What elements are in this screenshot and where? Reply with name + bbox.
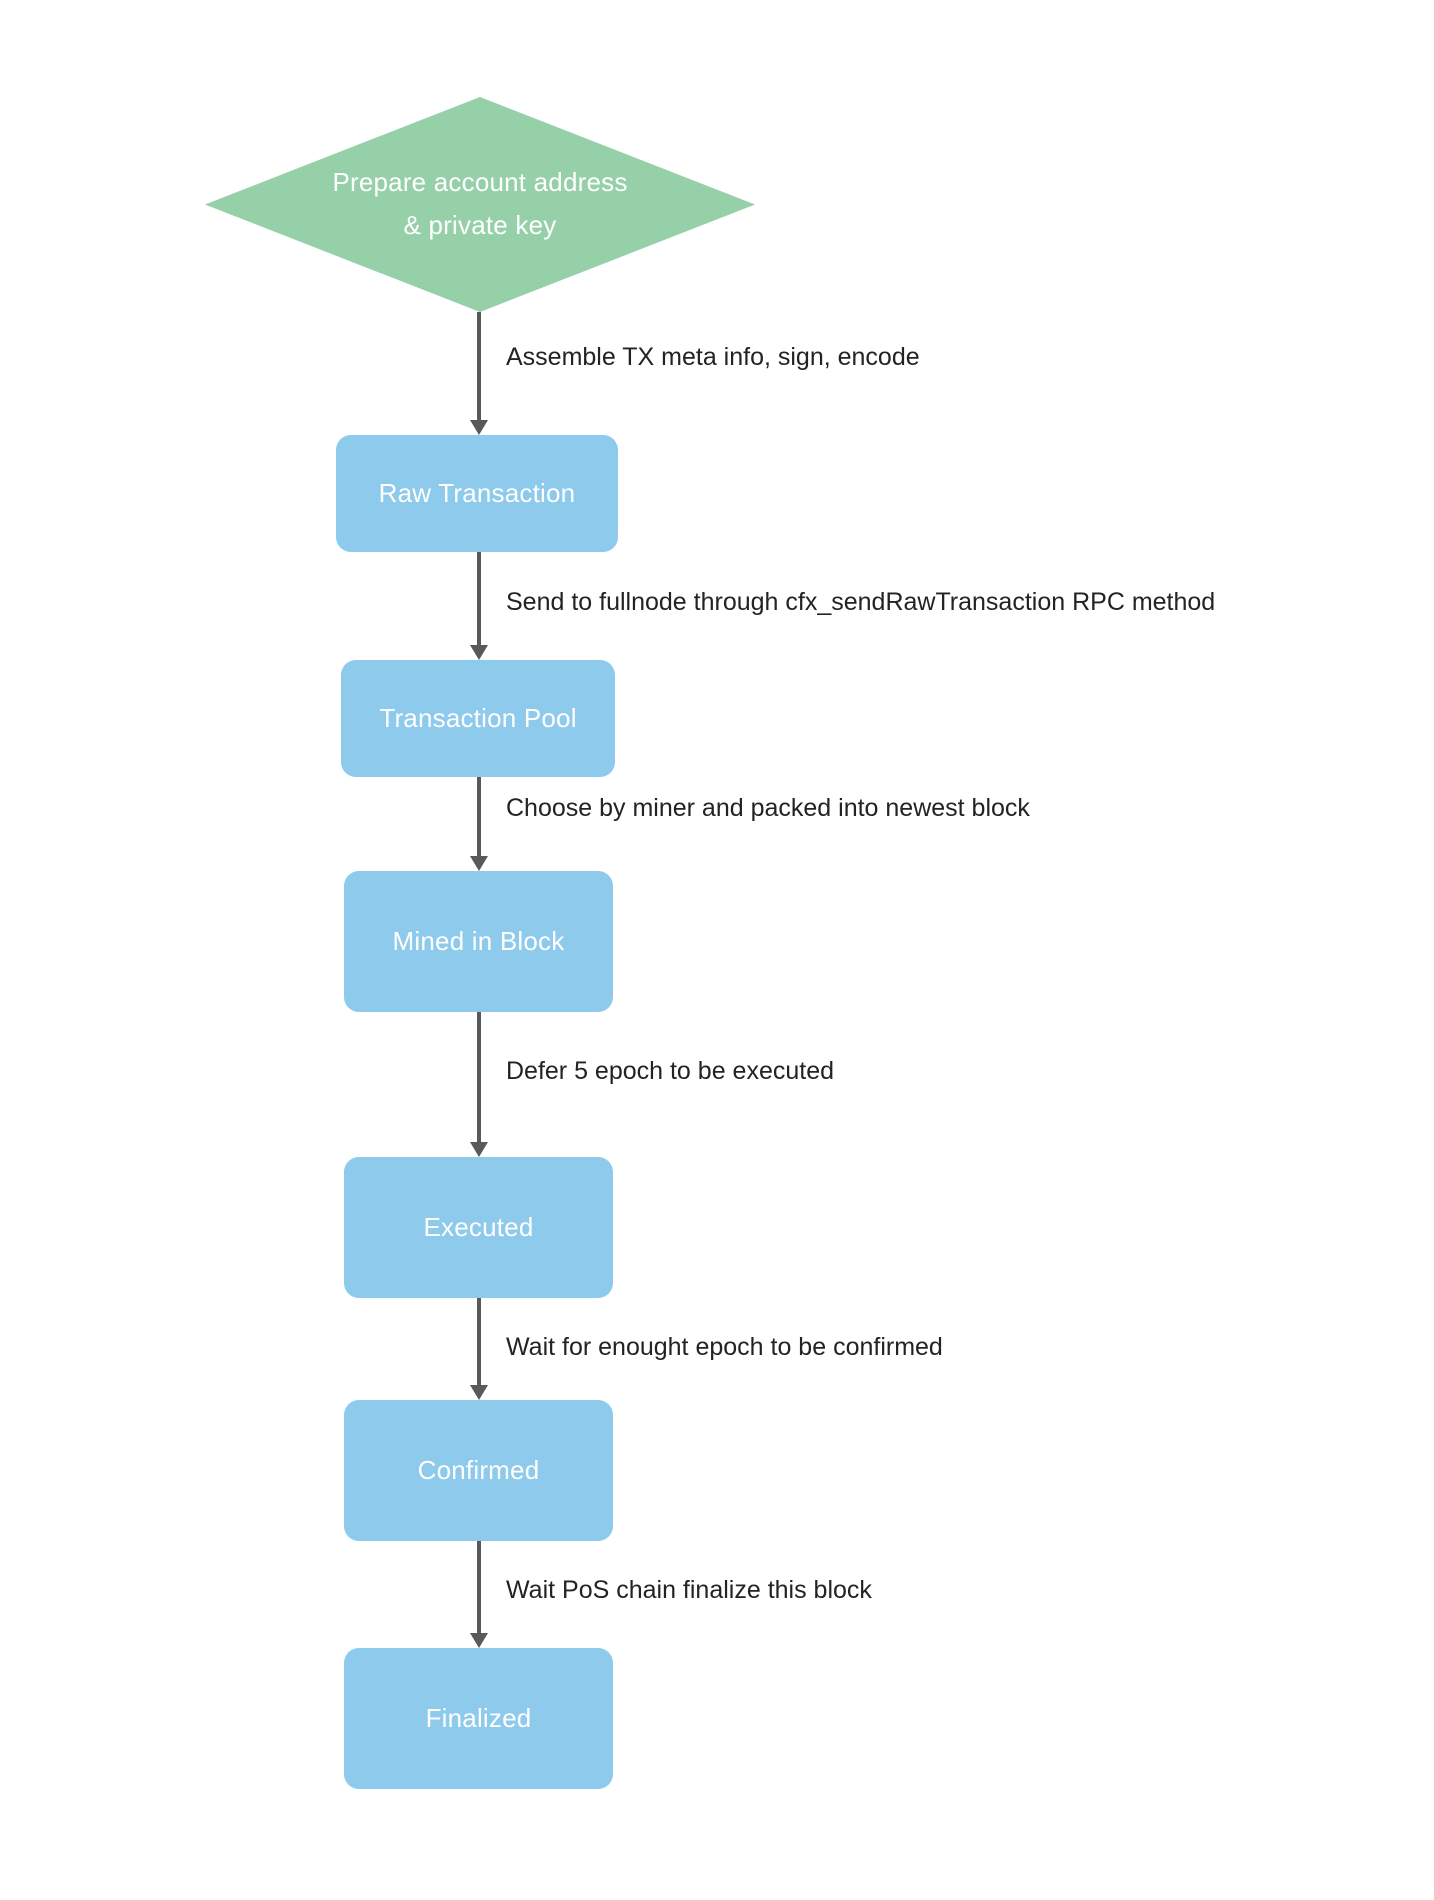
edge-line bbox=[477, 1012, 481, 1143]
edge-prepare-to-raw-transaction bbox=[470, 312, 488, 435]
edge-label-wait-for-epoch: Wait for enought epoch to be confirmed bbox=[506, 1333, 943, 1361]
arrowhead-icon bbox=[470, 1142, 488, 1157]
node-raw-transaction[interactable]: Raw Transaction bbox=[336, 435, 618, 552]
arrowhead-icon bbox=[470, 1633, 488, 1648]
edge-line bbox=[477, 1298, 481, 1386]
node-executed[interactable]: Executed bbox=[344, 1157, 613, 1298]
node-label: Confirmed bbox=[417, 1454, 540, 1485]
arrowhead-icon bbox=[470, 856, 488, 871]
edge-label-send-to-fullnode: Send to fullnode through cfx_sendRawTran… bbox=[506, 588, 1216, 616]
edge-line bbox=[477, 312, 481, 421]
node-label: Mined in Block bbox=[392, 925, 565, 956]
edge-executed-to-confirmed bbox=[470, 1298, 488, 1400]
arrowhead-icon bbox=[470, 1385, 488, 1400]
node-label: Prepare account address & private key bbox=[332, 167, 628, 240]
edge-line bbox=[477, 1541, 481, 1634]
node-finalized[interactable]: Finalized bbox=[344, 1648, 613, 1789]
node-label: Raw Transaction bbox=[378, 477, 576, 508]
node-label: Executed bbox=[423, 1211, 534, 1242]
edge-line bbox=[477, 777, 481, 857]
edge-label-wait-pos-chain: Wait PoS chain finalize this block bbox=[506, 1576, 872, 1604]
edge-confirmed-to-finalized bbox=[470, 1541, 488, 1648]
node-label: Finalized bbox=[425, 1702, 532, 1733]
arrowhead-icon bbox=[470, 420, 488, 435]
edge-label-assemble-tx: Assemble TX meta info, sign, encode bbox=[506, 343, 920, 371]
arrowhead-icon bbox=[470, 645, 488, 660]
edge-label-choose-by-miner: Choose by miner and packed into newest b… bbox=[506, 794, 1030, 822]
edge-transaction-pool-to-mined-in-block bbox=[470, 777, 488, 871]
edge-mined-in-block-to-executed bbox=[470, 1012, 488, 1157]
edge-raw-transaction-to-transaction-pool bbox=[470, 552, 488, 660]
edge-line bbox=[477, 552, 481, 646]
node-label: Transaction Pool bbox=[379, 702, 577, 733]
edge-label-defer-5-epoch: Defer 5 epoch to be executed bbox=[506, 1057, 835, 1085]
node-confirmed[interactable]: Confirmed bbox=[344, 1400, 613, 1541]
node-mined-in-block[interactable]: Mined in Block bbox=[344, 871, 613, 1012]
node-transaction-pool[interactable]: Transaction Pool bbox=[341, 660, 615, 777]
node-prepare-account[interactable]: Prepare account address & private key bbox=[205, 97, 755, 312]
